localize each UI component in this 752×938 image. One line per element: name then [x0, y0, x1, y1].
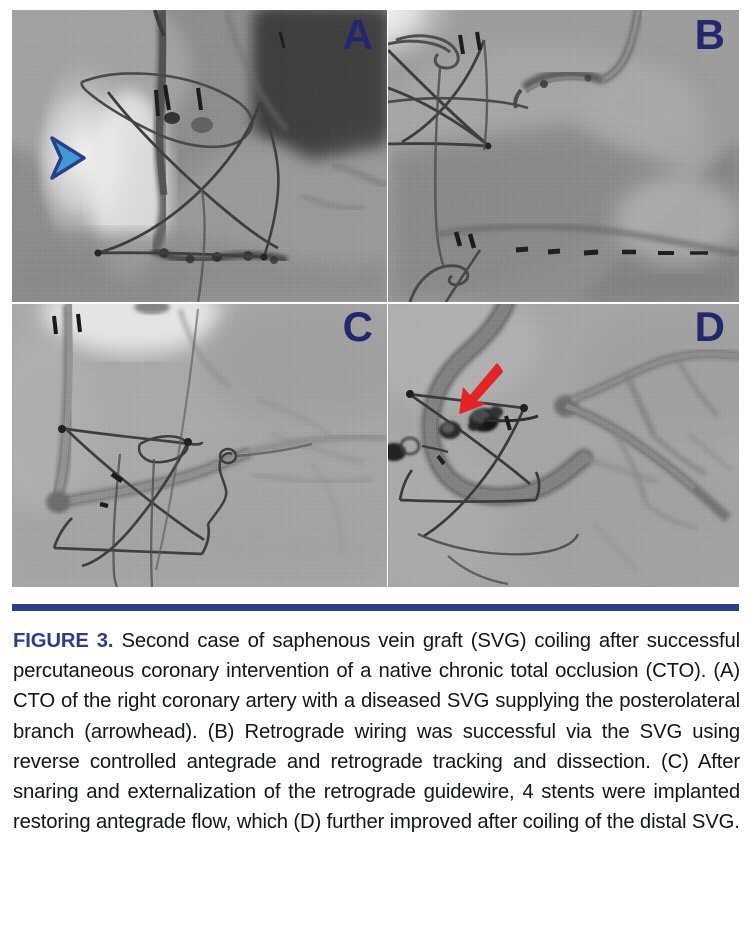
- panel-a: A: [12, 10, 387, 302]
- arrow-icon: [459, 363, 503, 414]
- panel-label-c: C: [342, 304, 373, 350]
- panel-gutter-horizontal: [12, 302, 739, 304]
- panel-gutter-vertical: [387, 10, 388, 587]
- arrowhead-icon: [50, 136, 86, 180]
- panel-grid: A: [12, 10, 739, 587]
- figure-number-label: FIGURE 3.: [13, 630, 114, 652]
- angiogram-image-a: [12, 10, 387, 302]
- panel-d: D: [388, 304, 739, 587]
- panel-label-b: B: [694, 11, 725, 58]
- figure-caption-text: Second case of saphenous vein graft (SVG…: [13, 630, 740, 834]
- panel-label-d: D: [694, 304, 725, 350]
- angiogram-image-d: [388, 304, 739, 587]
- panel-label-a: A: [342, 11, 373, 58]
- angiogram-image-b: [388, 10, 739, 302]
- figure-caption: FIGURE 3. Second case of saphenous vein …: [13, 626, 740, 837]
- caption-divider-rule: [12, 604, 739, 611]
- angiogram-image-c: [12, 304, 387, 587]
- panel-c: C: [12, 304, 387, 587]
- panel-b: B: [388, 10, 739, 302]
